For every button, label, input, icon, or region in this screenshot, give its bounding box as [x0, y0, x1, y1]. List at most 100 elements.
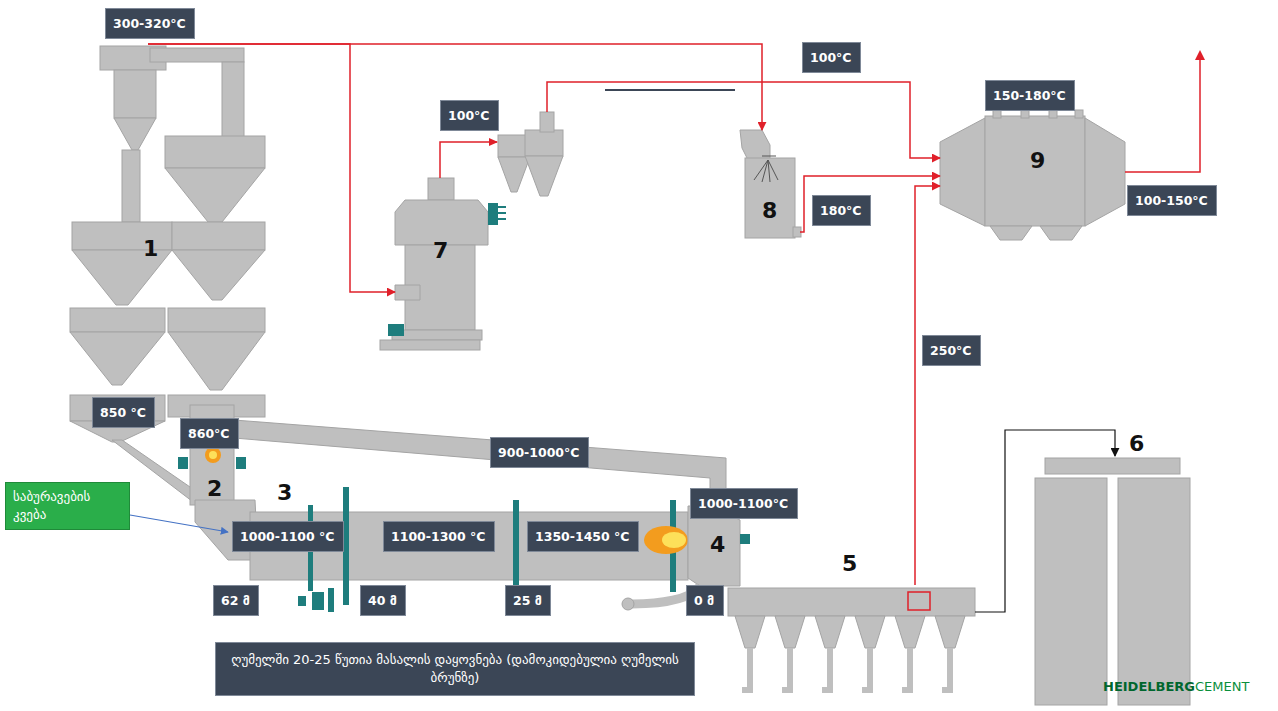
cyclone-part — [525, 156, 563, 196]
hood-fan — [740, 534, 750, 544]
logo: HEIDELBERGCEMENT — [1103, 679, 1249, 695]
feed-box: საბურავების კვება — [5, 482, 130, 530]
silo — [1118, 478, 1190, 705]
temperature-box: 1000-1100°C — [690, 488, 798, 519]
stack-gas-arrow — [1195, 50, 1205, 60]
equipment-unit: 7 — [395, 178, 485, 350]
temperature-text: 40 მ — [368, 592, 397, 609]
connector-group — [130, 44, 1115, 612]
cyclone-part — [498, 157, 530, 192]
temperature-box: 62 მ — [213, 585, 259, 616]
flow-connector — [130, 515, 228, 532]
temperature-box: 40 მ — [360, 585, 406, 616]
note-box: ღუმელში 20-25 წუთია მასალის დაყოვნება (დ… — [215, 642, 695, 696]
preheater-tower — [70, 46, 265, 524]
flow-connector — [148, 44, 762, 130]
equipment-unit: 6 — [1035, 456, 1192, 705]
temperature-text: 1100-1300 °C — [391, 528, 486, 545]
cooler-offtake — [908, 592, 930, 610]
callout-number: 5 — [842, 551, 857, 577]
temperature-text: 300-320°C — [113, 15, 186, 32]
callout-number: 7 — [433, 238, 448, 264]
temperature-box: 900-1000°C — [490, 437, 589, 468]
preheater-part — [70, 332, 165, 385]
temperature-box: 100°C — [802, 42, 861, 73]
flow-connector — [975, 430, 1115, 612]
preheater-part — [168, 332, 265, 390]
filter-valve — [1049, 110, 1057, 118]
cooler-hopper — [855, 616, 885, 648]
kiln-drive — [328, 588, 334, 612]
preheater-part — [114, 70, 156, 118]
cooler-leg — [742, 648, 950, 690]
preheater-part — [222, 62, 244, 138]
temperature-text: 1000-1100 °C — [240, 528, 335, 545]
cooler-hopper — [775, 616, 805, 648]
clinker-silos — [1035, 458, 1190, 705]
filter-hopper — [1040, 226, 1082, 240]
filter-hopper — [990, 226, 1032, 240]
equipment-unit: 8 — [740, 130, 800, 245]
preheater-part — [114, 118, 156, 150]
filter-valve — [1021, 110, 1029, 118]
temperature-text: 1000-1100°C — [698, 495, 788, 512]
cyclone-part — [525, 130, 563, 156]
mill-part — [428, 178, 454, 200]
temperature-text: 62 მ — [221, 592, 250, 609]
preheater-part — [122, 150, 140, 222]
preheater-part — [168, 308, 265, 332]
temperature-text: 900-1000°C — [498, 444, 580, 461]
logo-text: CEMENT — [1195, 679, 1249, 694]
feed-text: საბურავების კვება — [13, 488, 122, 524]
equipment-unit: 9 — [940, 114, 1125, 240]
mill-motor-fins — [498, 207, 506, 219]
kiln-drive — [312, 592, 324, 610]
calciner-flame-core — [209, 451, 217, 459]
callout-number: 2 — [207, 476, 222, 502]
calciner-burner — [236, 457, 246, 469]
temperature-box: 180°C — [812, 195, 871, 226]
callout-number: 6 — [1129, 431, 1144, 457]
temperature-text: 1350-1450 °C — [535, 528, 630, 545]
cooler-hopper — [815, 616, 845, 648]
temperature-text: 0 მ — [694, 592, 714, 609]
tower-outlet — [793, 227, 801, 237]
flow-connector — [148, 44, 395, 292]
mill-cyclones — [489, 112, 563, 196]
preheater-part — [70, 308, 165, 332]
raw-mill — [380, 178, 506, 350]
temperature-box: 100°C — [440, 100, 499, 131]
preheater-part — [150, 48, 244, 62]
kiln-drive — [298, 596, 306, 606]
flow-connector — [440, 82, 940, 178]
silo-top — [1045, 458, 1180, 474]
equipment-unit: 2 — [190, 452, 235, 508]
temperature-box: 25 მ — [505, 585, 551, 616]
callout-number: 1 — [143, 236, 158, 262]
temperature-box: 1350-1450 °C — [527, 521, 639, 552]
temperature-box: 150-180°C — [985, 80, 1075, 111]
filter-body — [985, 116, 1085, 226]
temperature-box: 860°C — [180, 418, 239, 449]
temperature-text: 25 მ — [513, 592, 542, 609]
temperature-text: 250°C — [930, 342, 972, 359]
temperature-text: 100-150°C — [1135, 192, 1208, 209]
temperature-box: 300-320°C — [105, 8, 195, 39]
cooler-body — [728, 588, 975, 616]
temperature-text: 850 °C — [100, 404, 146, 421]
temperature-box: 1000-1100 °C — [232, 521, 344, 552]
note-text: ღუმელში 20-25 წუთია მასალის დაყოვნება (დ… — [226, 651, 684, 687]
logo-text: HEIDELBERG — [1103, 679, 1195, 694]
silo — [1035, 478, 1107, 705]
kiln-tyre — [513, 500, 519, 592]
mill-drive — [388, 324, 404, 336]
cooler-hopper — [735, 616, 765, 648]
temperature-box: 250°C — [922, 335, 981, 366]
temperature-box: 1100-1300 °C — [383, 521, 495, 552]
temperature-text: 860°C — [188, 425, 230, 442]
tower-spray — [754, 156, 778, 182]
cyclone-outlet — [540, 112, 554, 132]
